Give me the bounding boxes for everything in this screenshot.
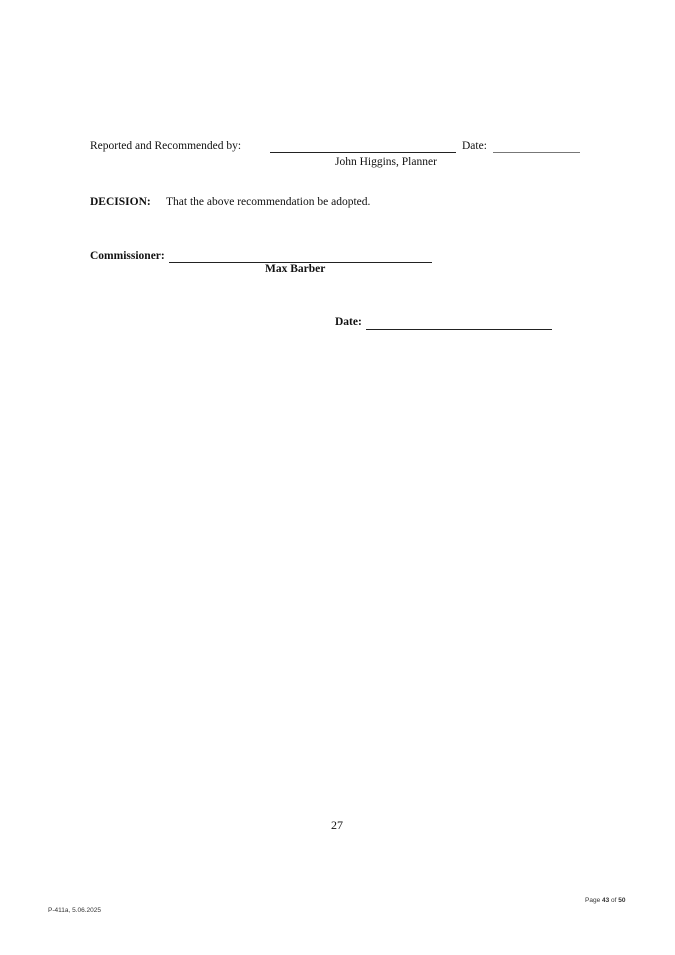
decision-text: That the above recommendation be adopted… — [166, 196, 371, 208]
page-total: 50 — [618, 897, 626, 904]
page-prefix: Page — [585, 897, 601, 904]
page-current: 43 — [602, 897, 610, 904]
reported-by-label: Reported and Recommended by: — [90, 140, 242, 152]
form-id: P-411a, 5.06.2025 — [48, 907, 102, 914]
decision-label: DECISION: — [90, 196, 151, 208]
commissioner-name: Max Barber — [265, 263, 326, 275]
commissioner-date-label: Date: — [335, 316, 362, 328]
report-date-label: Date: — [462, 140, 487, 152]
commissioner-date-line — [366, 329, 552, 330]
planner-name: John Higgins, Planner — [335, 156, 437, 168]
page-counter: Page 43 of 50 — [585, 897, 626, 904]
commissioner-label: Commissioner: — [90, 250, 165, 262]
page-number: 27 — [331, 818, 343, 832]
report-date-line — [493, 152, 580, 153]
planner-signature-line — [270, 152, 456, 153]
commissioner-signature-line — [169, 262, 432, 263]
page-of: of — [611, 897, 617, 904]
